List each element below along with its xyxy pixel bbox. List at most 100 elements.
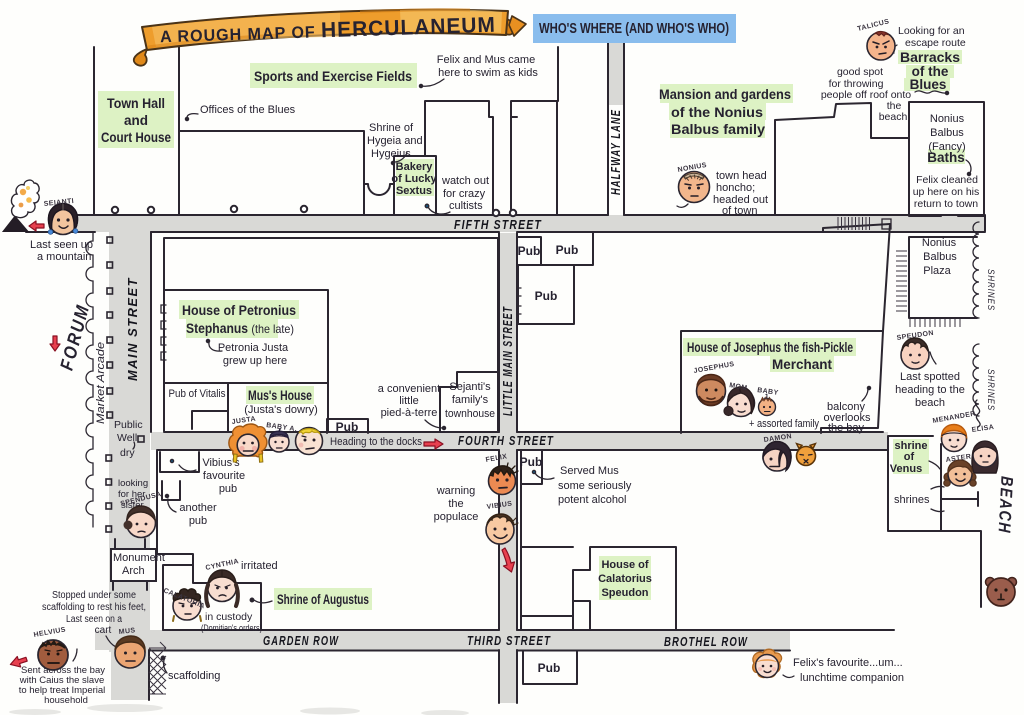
svg-text:shrines: shrines bbox=[894, 494, 930, 506]
svg-text:MUS: MUS bbox=[118, 627, 135, 636]
svg-text:sister: sister bbox=[121, 500, 144, 511]
svg-text:Last seen up: Last seen up bbox=[30, 239, 93, 251]
svg-text:House of Petronius: House of Petronius bbox=[182, 303, 296, 318]
svg-text:Pub: Pub bbox=[520, 455, 543, 469]
svg-text:headed out: headed out bbox=[713, 194, 768, 206]
svg-text:Sejanti's: Sejanti's bbox=[449, 381, 491, 393]
svg-text:looking: looking bbox=[118, 478, 148, 489]
svg-text:Baths: Baths bbox=[927, 150, 965, 165]
svg-text:here to swim as kids: here to swim as kids bbox=[438, 67, 538, 79]
svg-text:Pub: Pub bbox=[556, 243, 579, 257]
svg-text:Vibius's: Vibius's bbox=[202, 457, 240, 469]
svg-text:escape route: escape route bbox=[905, 37, 966, 49]
svg-text:WHO'S WHERE (AND WHO'S WHO): WHO'S WHERE (AND WHO'S WHO) bbox=[539, 21, 729, 37]
svg-text:Town Hall: Town Hall bbox=[107, 96, 165, 111]
svg-text:irritated: irritated bbox=[241, 560, 278, 572]
svg-text:favourite: favourite bbox=[203, 470, 245, 482]
svg-text:little: little bbox=[399, 395, 419, 407]
svg-text:some seriously: some seriously bbox=[558, 480, 632, 492]
svg-text:Balbus: Balbus bbox=[930, 127, 964, 139]
svg-text:of town: of town bbox=[722, 205, 757, 217]
svg-text:warning: warning bbox=[436, 485, 476, 497]
svg-text:Mus's House: Mus's House bbox=[248, 388, 312, 403]
svg-text:Public: Public bbox=[114, 419, 143, 431]
svg-text:Felix's favourite...um...: Felix's favourite...um... bbox=[793, 657, 903, 669]
svg-text:for throwing: for throwing bbox=[829, 78, 884, 90]
svg-text:Balbus family: Balbus family bbox=[671, 122, 766, 137]
svg-text:of the Nonius: of the Nonius bbox=[671, 105, 763, 120]
svg-text:heading to the: heading to the bbox=[895, 384, 965, 396]
svg-text:household: household bbox=[44, 695, 88, 706]
svg-text:SEIANTI: SEIANTI bbox=[43, 198, 74, 208]
svg-text:BROTHEL ROW: BROTHEL ROW bbox=[664, 634, 748, 649]
svg-text:Sent across the bay: Sent across the bay bbox=[21, 665, 105, 676]
svg-text:Plaza: Plaza bbox=[923, 265, 951, 277]
svg-text:Barracks: Barracks bbox=[900, 50, 960, 65]
svg-text:Felix and Mus came: Felix and Mus came bbox=[437, 54, 535, 66]
svg-text:Hygeius: Hygeius bbox=[371, 148, 411, 160]
svg-text:Bakery: Bakery bbox=[396, 161, 434, 173]
svg-text:House of Josephus the fish-Pic: House of Josephus the fish-Pickle bbox=[687, 340, 853, 355]
svg-text:potent alcohol: potent alcohol bbox=[558, 494, 627, 506]
svg-text:Petronia Justa: Petronia Justa bbox=[218, 342, 289, 354]
svg-text:BABY A.: BABY A. bbox=[266, 422, 298, 433]
svg-text:beach: beach bbox=[879, 111, 908, 123]
svg-text:pub: pub bbox=[189, 515, 207, 527]
svg-text:GARDEN ROW: GARDEN ROW bbox=[263, 633, 339, 648]
svg-text:FIFTH STREET: FIFTH STREET bbox=[454, 217, 542, 232]
svg-text:beach: beach bbox=[915, 397, 945, 409]
svg-text:Balbus: Balbus bbox=[923, 251, 957, 263]
svg-text:Felix cleaned: Felix cleaned bbox=[916, 174, 978, 186]
svg-text:SHRINES: SHRINES bbox=[986, 369, 996, 411]
svg-text:FELIX: FELIX bbox=[485, 453, 508, 464]
svg-text:Last seen on a: Last seen on a bbox=[66, 614, 122, 625]
svg-text:in custody: in custody bbox=[205, 611, 253, 623]
svg-text:Looking for an: Looking for an bbox=[898, 25, 965, 37]
svg-text:of the: of the bbox=[912, 64, 949, 79]
svg-text:ELISA: ELISA bbox=[971, 424, 994, 434]
svg-text:good spot: good spot bbox=[837, 66, 883, 78]
svg-text:Merchant: Merchant bbox=[772, 357, 833, 372]
svg-text:VIBIUS: VIBIUS bbox=[486, 500, 512, 511]
svg-text:HALFWAY LANE: HALFWAY LANE bbox=[609, 109, 623, 195]
svg-text:cart: cart bbox=[95, 625, 112, 636]
svg-text:LITTLE MAIN STREET: LITTLE MAIN STREET bbox=[501, 306, 515, 416]
svg-text:+ assorted family: + assorted family bbox=[749, 418, 819, 430]
svg-text:Last spotted: Last spotted bbox=[900, 371, 960, 383]
svg-text:scaffolding to rest his feet,: scaffolding to rest his feet, bbox=[42, 602, 146, 613]
svg-text:of: of bbox=[904, 451, 915, 463]
svg-text:dry: dry bbox=[120, 447, 135, 459]
svg-text:overlooks: overlooks bbox=[823, 412, 871, 424]
svg-text:Stopped under some: Stopped under some bbox=[52, 590, 136, 601]
svg-text:SHRINES: SHRINES bbox=[986, 269, 996, 311]
svg-text:Shrine of: Shrine of bbox=[369, 122, 414, 134]
svg-text:the bay: the bay bbox=[828, 422, 865, 434]
svg-text:family's: family's bbox=[452, 394, 489, 406]
svg-text:return to town: return to town bbox=[914, 198, 978, 210]
svg-text:Pub: Pub bbox=[535, 289, 558, 303]
svg-text:watch out: watch out bbox=[441, 175, 489, 187]
svg-text:JUSTA: JUSTA bbox=[231, 416, 256, 426]
svg-text:Shrine of Augustus: Shrine of Augustus bbox=[277, 592, 369, 607]
svg-text:honcho;: honcho; bbox=[716, 182, 755, 194]
svg-text:Blues: Blues bbox=[910, 77, 947, 92]
svg-text:and: and bbox=[124, 113, 148, 128]
svg-text:Pub: Pub bbox=[518, 244, 541, 258]
svg-text:populace: populace bbox=[434, 511, 479, 523]
svg-text:Monument: Monument bbox=[113, 552, 165, 564]
svg-text:the: the bbox=[448, 498, 463, 510]
svg-text:for her: for her bbox=[118, 489, 145, 500]
svg-text:Calatorius: Calatorius bbox=[598, 573, 652, 585]
svg-text:balcony: balcony bbox=[827, 401, 865, 413]
svg-text:DAMON: DAMON bbox=[763, 433, 792, 444]
svg-text:Stephanus (the late): Stephanus (the late) bbox=[186, 321, 294, 336]
svg-text:Offices of the Blues: Offices of the Blues bbox=[200, 104, 296, 116]
svg-text:J.: J. bbox=[764, 394, 771, 401]
svg-text:Speudon: Speudon bbox=[601, 587, 648, 599]
svg-text:THIRD STREET: THIRD STREET bbox=[467, 633, 551, 648]
svg-text:for crazy: for crazy bbox=[443, 188, 486, 200]
svg-text:Court House: Court House bbox=[101, 130, 171, 145]
svg-text:Sextus: Sextus bbox=[396, 185, 432, 197]
svg-text:Served Mus: Served Mus bbox=[560, 465, 619, 477]
svg-text:Nonius: Nonius bbox=[922, 237, 957, 249]
